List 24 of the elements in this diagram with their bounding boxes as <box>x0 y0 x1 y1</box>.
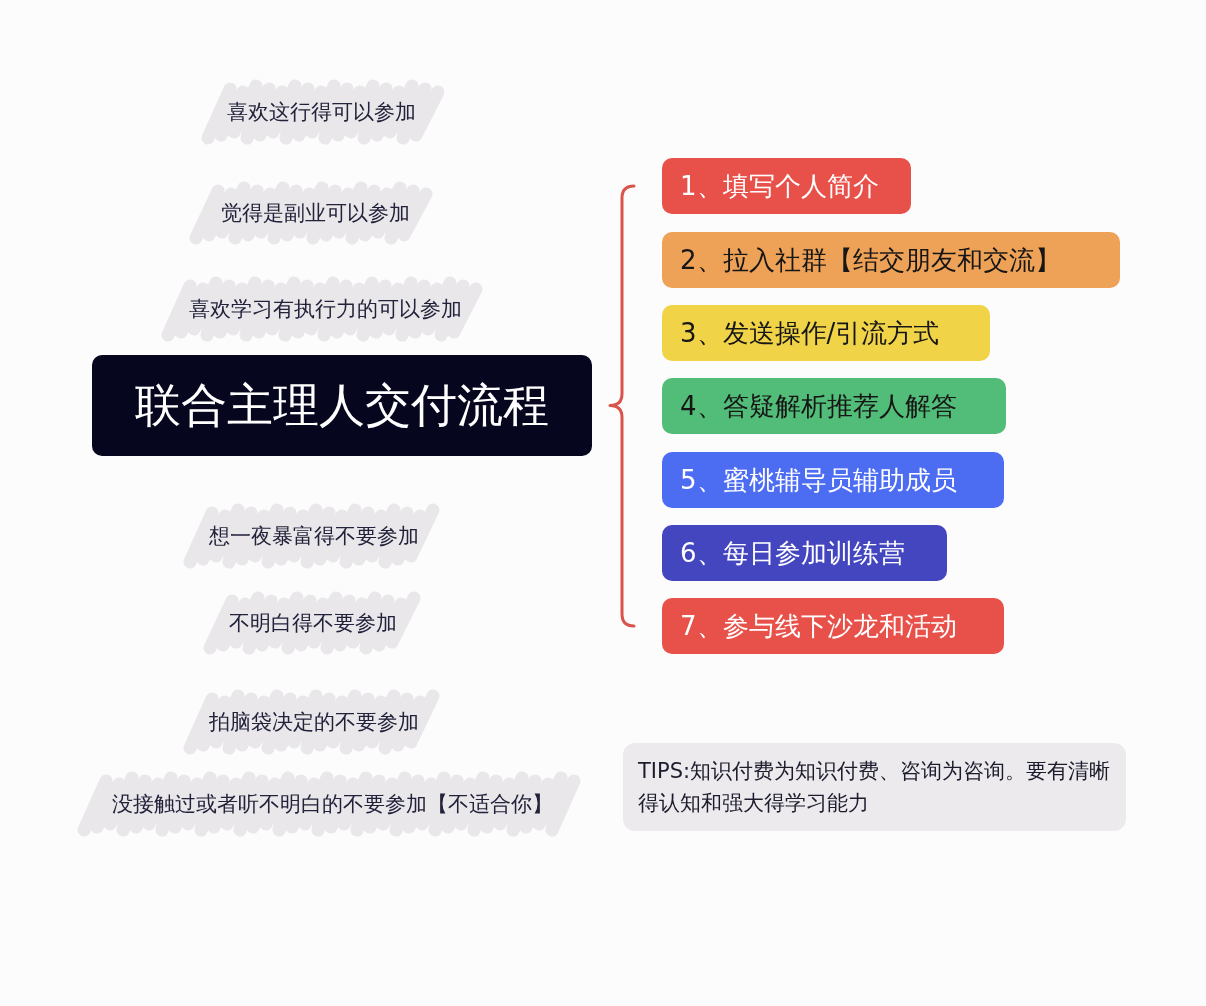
step-box <box>662 598 1004 654</box>
note-text: 喜欢这行得可以参加 <box>226 98 416 126</box>
step-label: 2、拉入社群【结交朋友和交流】 <box>680 243 1061 277</box>
note-text: 没接触过或者听不明白的不要参加【不适合你】 <box>111 790 553 818</box>
note-text: 不明白得不要参加 <box>229 609 397 637</box>
step-label: 6、每日参加训练营 <box>680 536 905 570</box>
central-topic-text: 联合主理人交付流程 <box>135 376 549 434</box>
step-box <box>662 525 947 581</box>
step-label: 1、填写个人简介 <box>680 169 879 203</box>
step-box <box>662 378 1006 434</box>
central-topic-box <box>92 355 592 456</box>
step-label: 5、蜜桃辅导员辅助成员 <box>680 463 957 497</box>
step-box <box>662 158 911 214</box>
step-box <box>662 452 1004 508</box>
note-text: 拍脑袋决定的不要参加 <box>209 708 419 736</box>
step-box <box>662 232 1120 288</box>
note-text: 觉得是副业可以参加 <box>220 199 410 227</box>
step-label: 3、发送操作/引流方式 <box>680 316 940 350</box>
note-text: 喜欢学习有执行力的可以参加 <box>188 295 462 323</box>
tips-text: TIPS:知识付费为知识付费、咨询为咨询。要有清晰得认知和强大得学习能力 <box>638 758 1111 817</box>
step-label: 4、答疑解析推荐人解答 <box>680 389 957 423</box>
step-label: 7、参与线下沙龙和活动 <box>680 609 957 643</box>
step-box <box>662 305 990 361</box>
note-text: 想一夜暴富得不要参加 <box>209 522 419 550</box>
